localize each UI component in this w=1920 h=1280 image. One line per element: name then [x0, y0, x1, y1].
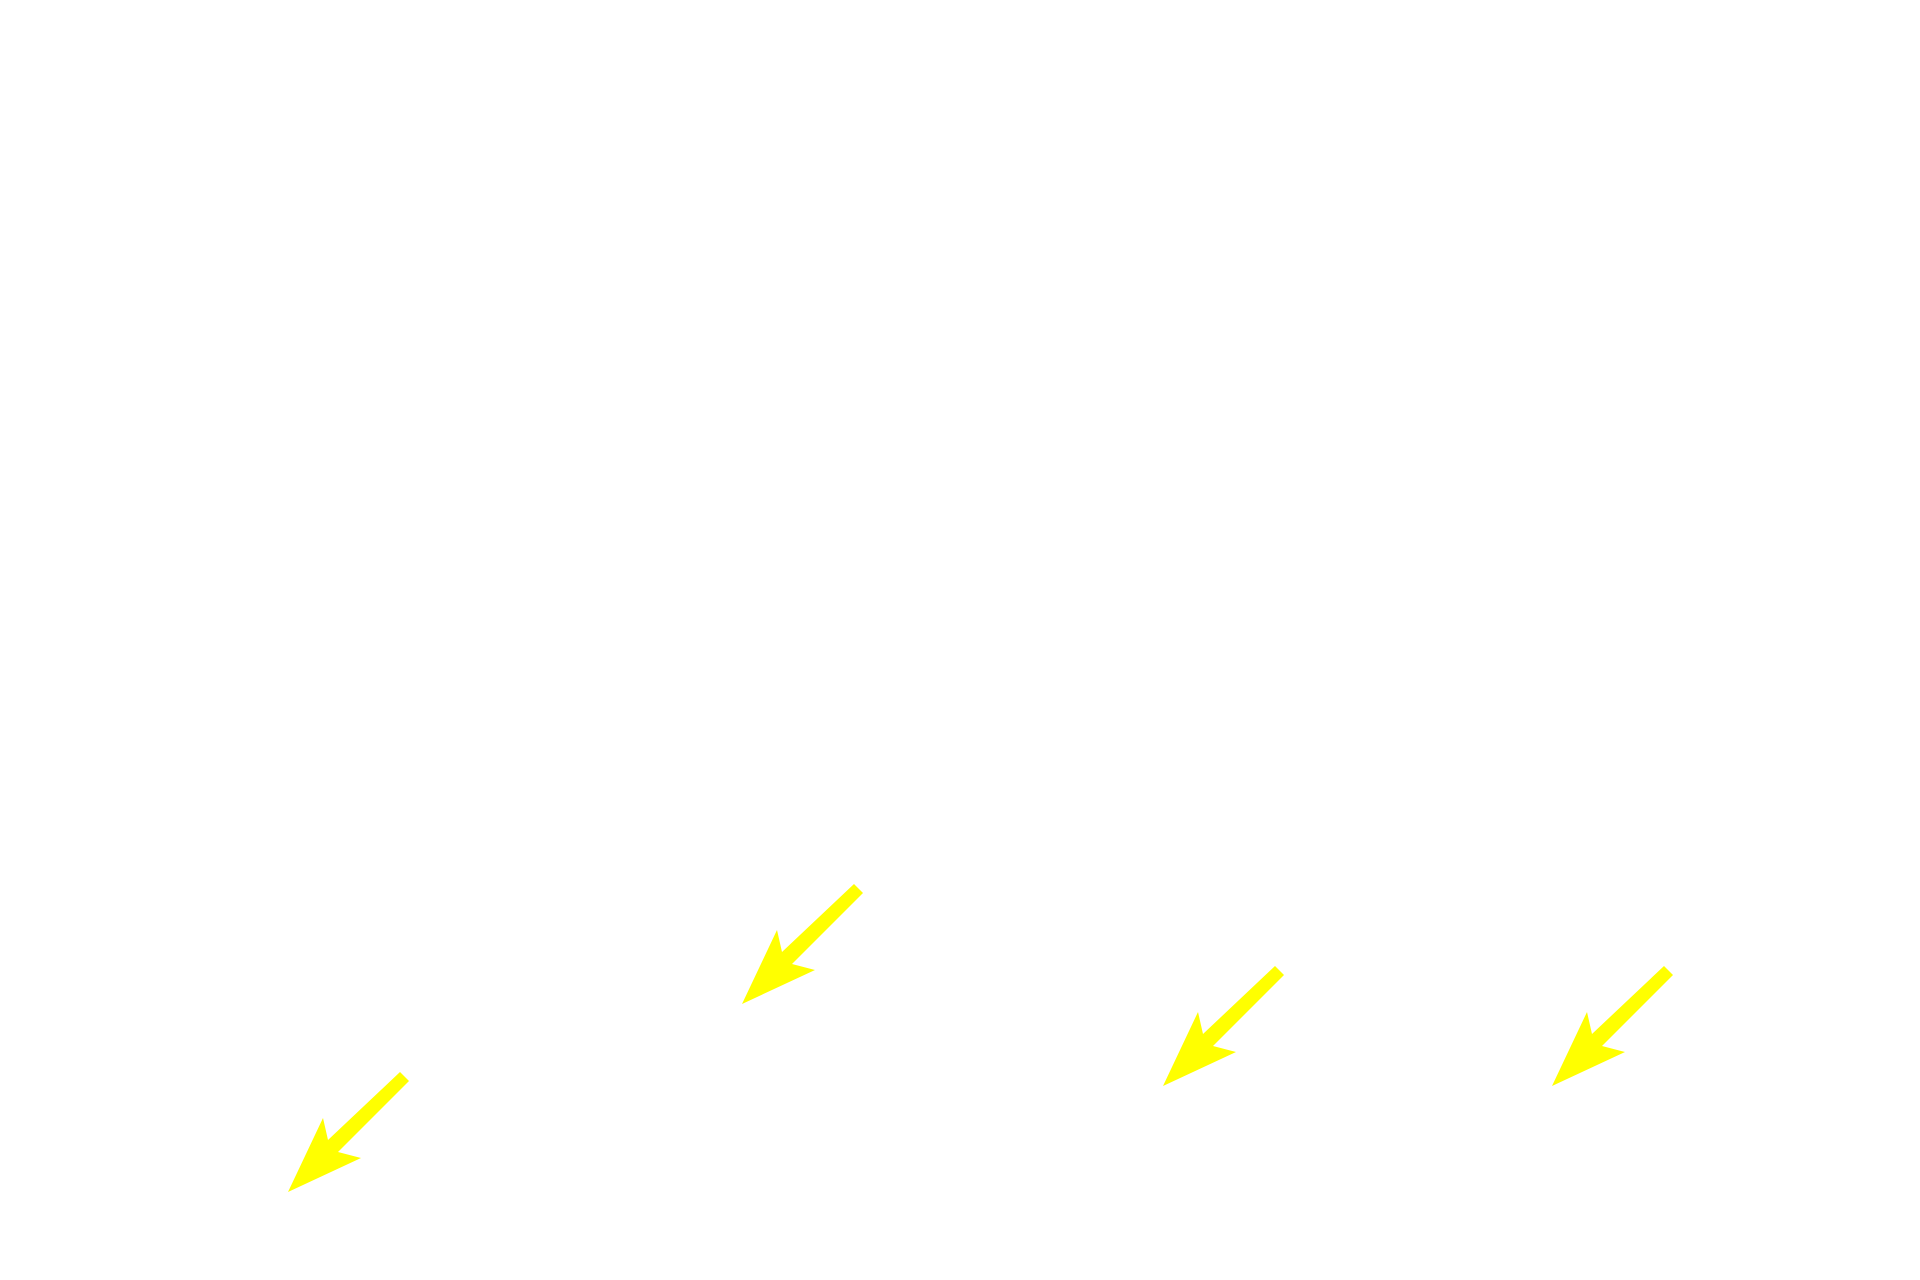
arrow-down-left-icon — [742, 884, 866, 1008]
arrow-down-left-icon — [1552, 966, 1676, 1090]
arrow-down-left-icon — [288, 1072, 412, 1196]
arrow-down-left-icon — [1163, 966, 1287, 1090]
